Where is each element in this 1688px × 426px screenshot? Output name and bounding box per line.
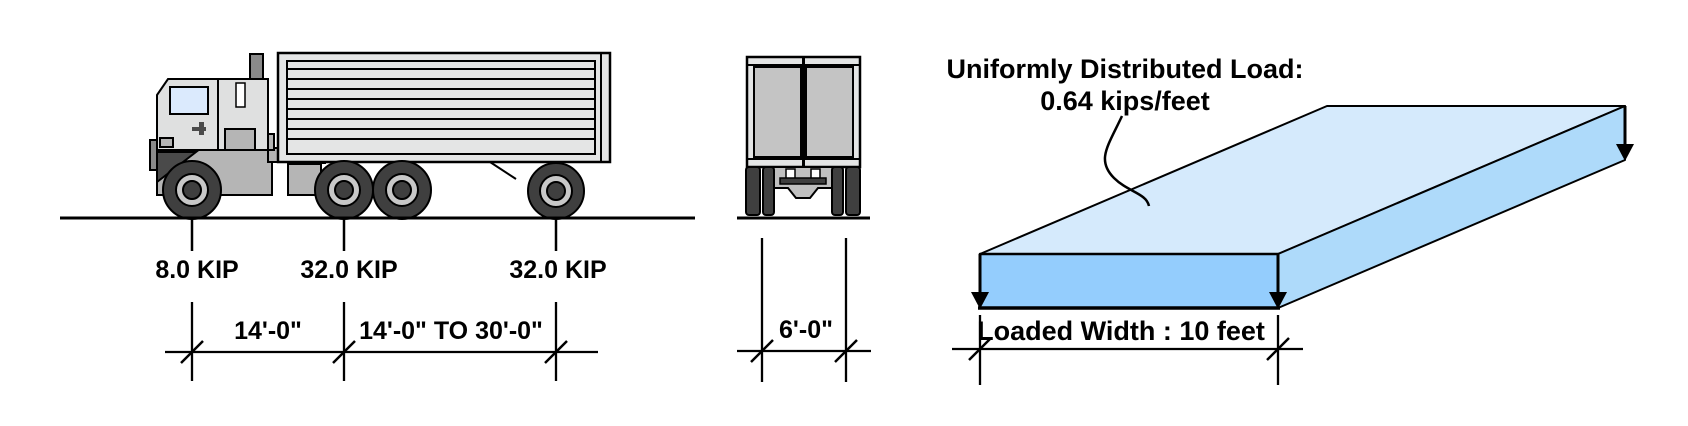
load-slab (978, 105, 1626, 310)
slab-front-face (978, 252, 1280, 310)
axle-load-front: 8.0 KIP (155, 256, 238, 284)
rear-wheels (745, 166, 861, 216)
rear-dimension: 6'-0" (737, 238, 871, 382)
rear-width-label: 6'-0" (779, 316, 833, 344)
rear-wheel (527, 162, 585, 220)
axle-load-middle: 32.0 KIP (300, 256, 397, 284)
spacing-label-rear: 14'-0" TO 30'-0" (359, 317, 543, 345)
load-arrows (971, 106, 1634, 309)
leader-line (1103, 115, 1151, 207)
axle-load-rear: 32.0 KIP (509, 256, 606, 284)
load-arrow-right (1269, 254, 1287, 309)
truck-side-view: 8.0 KIP 32.0 KIP 32.0 KIP 14'-0" 14'-0" … (60, 51, 695, 381)
rear-door-left (753, 66, 802, 158)
distributed-load: Uniformly Distributed Load: 0.64 kips/fe… (947, 54, 1634, 385)
tandem-wheel-2 (372, 160, 432, 220)
dimension-ticks (180, 340, 568, 364)
rear-door-right (805, 66, 854, 158)
tandem-wheel-1 (314, 160, 374, 220)
loaded-width-label: Loaded Width : 10 feet (977, 316, 1265, 346)
spacing-label-front: 14'-0" (234, 317, 302, 345)
axle-drop-lines (190, 219, 558, 251)
udl-label-line1: Uniformly Distributed Load: (947, 54, 1304, 84)
truck-cab (156, 78, 269, 151)
door-handle (192, 122, 206, 135)
trailer-box (276, 51, 612, 164)
dimension-ticks (750, 339, 858, 363)
load-arrow-far (1616, 106, 1634, 161)
truck-rear-view: 6'-0" (737, 55, 871, 382)
front-wheel (162, 160, 222, 220)
rear-axle-assembly (771, 166, 835, 199)
dimension-ticks (968, 337, 1290, 361)
udl-label-line2: 0.64 kips/feet (1040, 86, 1210, 116)
loaded-width-dimension: Loaded Width : 10 feet (952, 315, 1303, 385)
side-dimension: 14'-0" 14'-0" TO 30'-0" (165, 302, 598, 381)
cab-window (169, 86, 209, 115)
trailer-ribs (287, 68, 595, 140)
load-arrow-left (971, 254, 989, 309)
